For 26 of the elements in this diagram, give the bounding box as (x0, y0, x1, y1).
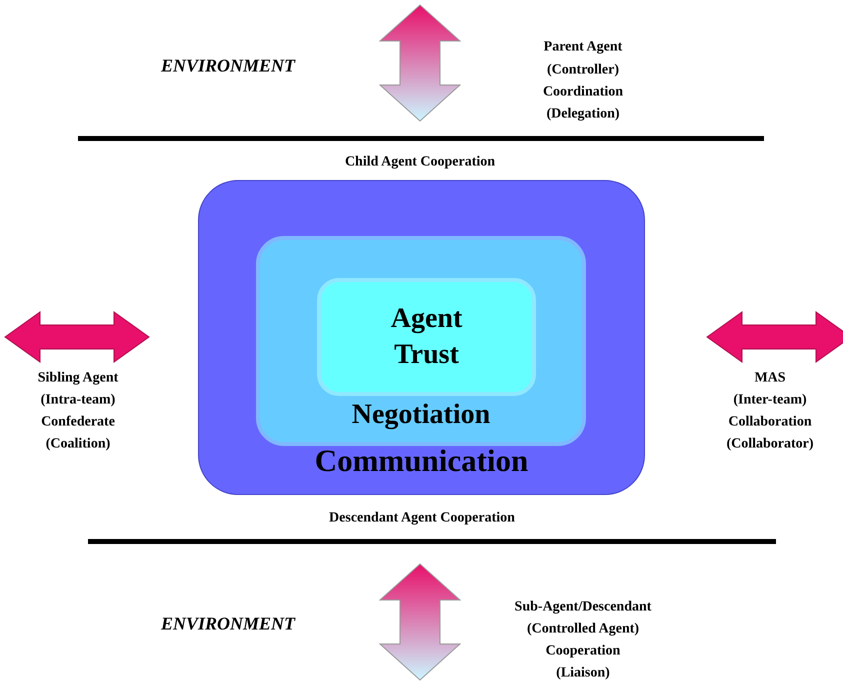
rounded-box (317, 278, 536, 396)
text-label: Coordination (542, 84, 624, 102)
text-label: Parent Agent (544, 38, 622, 56)
text-label: ENVIRONMENT (160, 612, 296, 636)
text-label: (Liaison) (556, 664, 610, 682)
box-title: Negotiation (352, 399, 490, 430)
text-label: (Controller) (546, 62, 620, 80)
text-label: (Collaborator) (726, 436, 814, 454)
text-label: Descendant Agent Cooperation (329, 510, 515, 528)
text-label: Cooperation (546, 642, 620, 660)
rounded-box (256, 236, 586, 446)
text-label: ENVIRONMENT (160, 54, 296, 78)
rounded-box (198, 180, 645, 495)
box-title: Agent Trust (390, 302, 464, 372)
box-title: Communication (314, 442, 528, 478)
text-label: Sibling Agent (38, 370, 118, 388)
text-label: Collaboration (728, 414, 812, 432)
text-label: Child Agent Cooperation (344, 154, 496, 172)
text-label: (Controlled Agent) (526, 620, 640, 638)
text-label: (Inter-team) (733, 392, 807, 410)
text-label: Confederate (41, 414, 115, 432)
text-label: (Intra-team) (40, 392, 116, 410)
text-label: Sub-Agent/Descendant (514, 598, 652, 616)
text-label: MAS (754, 370, 786, 388)
text-label: (Delegation) (546, 106, 620, 124)
text-label: (Coalition) (46, 436, 110, 454)
